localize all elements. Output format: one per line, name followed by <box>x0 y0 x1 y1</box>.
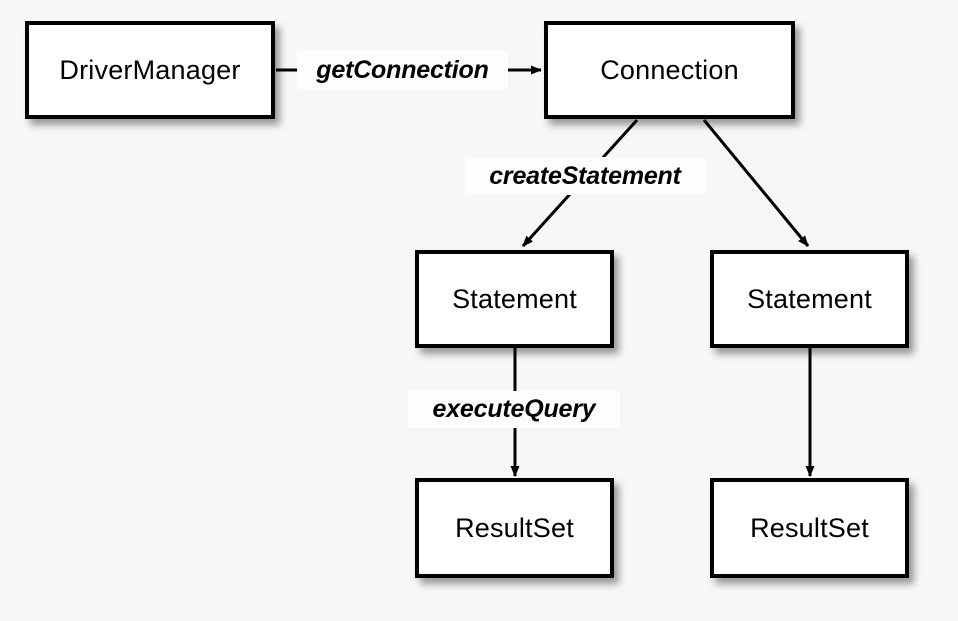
node-driver-manager[interactable]: DriverManager <box>25 21 275 119</box>
node-connection[interactable]: Connection <box>544 21 795 119</box>
node-resultset-right[interactable]: ResultSet <box>710 478 909 578</box>
node-resultset-left-label: ResultSet <box>455 512 574 543</box>
node-statement-right[interactable]: Statement <box>710 250 909 348</box>
node-connection-label: Connection <box>600 54 739 85</box>
node-driver-manager-label: DriverManager <box>59 54 241 85</box>
edge-label-create-statement: createStatement <box>465 157 705 195</box>
node-statement-left-label: Statement <box>452 283 577 314</box>
node-resultset-left[interactable]: ResultSet <box>415 478 614 578</box>
node-statement-right-label: Statement <box>747 283 872 314</box>
edge-label-get-connection: getConnection <box>297 51 508 89</box>
edge-create-statement-2-line <box>702 119 810 247</box>
edge-label-execute-query: executeQuery <box>408 391 620 428</box>
node-resultset-right-label: ResultSet <box>750 512 869 543</box>
node-statement-left[interactable]: Statement <box>415 250 614 348</box>
